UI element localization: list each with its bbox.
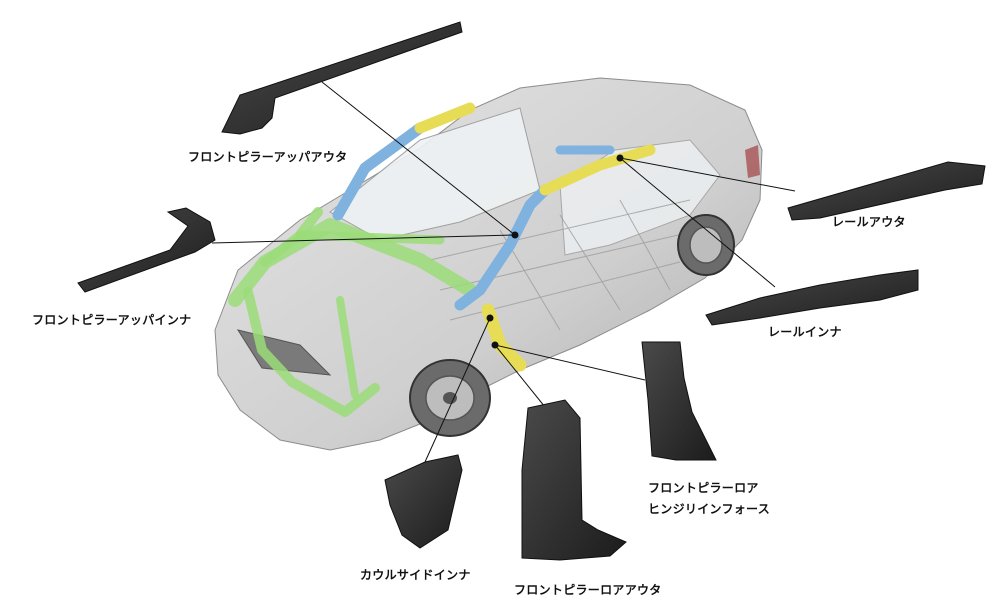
label-cowl-side-inner: カウルサイドインナ [360, 568, 471, 582]
label-rail-outer: レールアウタ [832, 215, 906, 229]
label-rail-inner: レールインナ [768, 325, 842, 339]
leader-lines [211, 81, 796, 463]
rear-wheel [677, 214, 735, 276]
part-cowl-side-inner [384, 454, 463, 549]
roof-rail-highlight [414, 102, 656, 372]
label-front-pillar-lower-hinge-line2: ヒンジリインフォース [648, 502, 771, 516]
part-rail-outer [787, 161, 986, 221]
part-front-pillar-upper-inner [77, 207, 216, 293]
label-front-pillar-lower-hinge-line1: フロントピラーロア [648, 481, 759, 495]
label-front-pillar-upper-outer: フロントピラーアッパアウタ [188, 150, 348, 164]
part-front-pillar-lower-hinge [641, 341, 717, 461]
front-pillar-highlight [332, 122, 615, 311]
label-front-pillar-lower-outer: フロントピラーロアアウタ [514, 583, 662, 597]
label-front-pillar-upper-inner: フロントピラーアッパインナ [32, 313, 192, 327]
part-front-pillar-lower-outer [521, 399, 627, 561]
leader-dots [486, 154, 624, 349]
front-wheel [409, 359, 491, 437]
part-rail-inner [705, 269, 919, 326]
part-front-pillar-upper-outer [221, 21, 463, 135]
